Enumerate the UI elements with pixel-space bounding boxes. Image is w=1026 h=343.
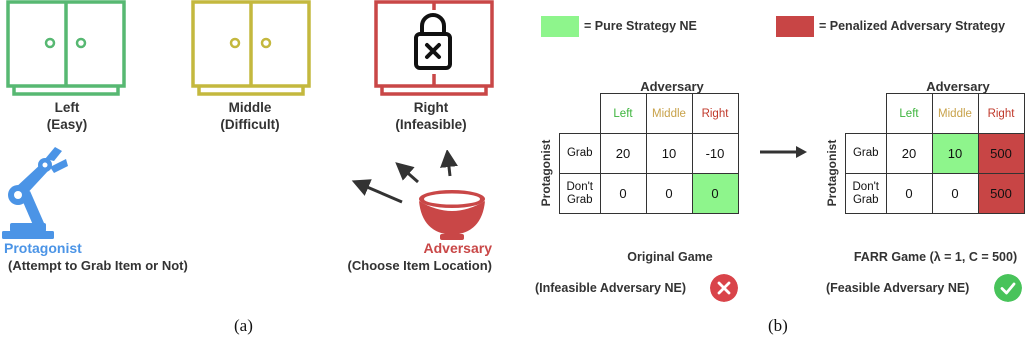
farr-cell-penalized: 500 (977, 173, 1025, 214)
original-col-middle: Middle (645, 93, 693, 134)
right-cabinet-label: Right (413, 100, 449, 115)
farr-col-right: Right (977, 93, 1025, 134)
legend-label-penalized: = Penalized Adversary Strategy (819, 19, 1006, 33)
original-col-right: Right (691, 93, 739, 134)
farr-col-middle: Middle (931, 93, 979, 134)
middle-cabinet-icon (191, 0, 311, 96)
left-cabinet-difficulty: (Easy) (46, 117, 88, 132)
right-cabinet-difficulty: (Infeasible) (395, 117, 467, 132)
farr-adversary-header: Adversary (926, 79, 990, 94)
farr-game-status: (Feasible Adversary NE) (826, 281, 970, 295)
farr-cell-pure-ne: 10 (931, 133, 979, 174)
legend-swatch-penalized (776, 16, 814, 37)
middle-cabinet-label: Middle (228, 100, 272, 115)
original-cell: 10 (645, 133, 693, 174)
original-game-status: (Infeasible Adversary NE) (535, 281, 686, 295)
adversary-description: (Choose Item Location) (347, 258, 492, 273)
original-protagonist-header: Protagonist (539, 139, 553, 207)
middle-cabinet-difficulty: (Difficult) (220, 117, 280, 132)
original-cell: 20 (599, 133, 647, 174)
farr-cell-penalized: 500 (977, 133, 1025, 174)
original-adversary-header: Adversary (640, 79, 704, 94)
original-game-caption: Original Game (627, 250, 713, 264)
original-cell: -10 (691, 133, 739, 174)
left-cabinet-label: Left (54, 100, 80, 115)
original-row-dont-grab: Don't Grab (559, 173, 601, 214)
original-cell: 0 (645, 173, 693, 214)
panel-a-label: (a) (234, 316, 253, 335)
transition-arrow-icon (760, 146, 807, 158)
original-row-grab: Grab (559, 133, 601, 174)
right-cabinet-icon (374, 0, 494, 96)
farr-col-left: Left (885, 93, 933, 134)
protagonist-label: Protagonist (4, 240, 82, 256)
farr-cell: 0 (885, 173, 933, 214)
left-cabinet-icon (6, 0, 126, 96)
robot-arm-icon (2, 147, 68, 239)
bowl-icon (419, 190, 485, 240)
original-cell-pure-ne: 0 (691, 173, 739, 214)
farr-row-grab: Grab (845, 133, 887, 174)
farr-cell: 20 (885, 133, 933, 174)
padlock-icon (408, 10, 458, 74)
farr-protagonist-header: Protagonist (825, 139, 839, 207)
original-cell: 0 (599, 173, 647, 214)
farr-game-table: Left Middle Right Grab 20 10 500 Don't G… (845, 93, 1025, 214)
original-game-table: Left Middle Right Grab 20 10 -10 Don't G… (559, 93, 739, 214)
farr-game-caption: FARR Game (λ = 1, C = 500) (853, 250, 1018, 264)
panel-b-label: (b) (768, 316, 788, 335)
adversary-label: Adversary (423, 240, 493, 256)
farr-row-dont-grab: Don't Grab (845, 173, 887, 214)
arrows-icon (351, 150, 458, 204)
farr-cell: 0 (931, 173, 979, 214)
protagonist-description: (Attempt to Grab Item or Not) (8, 258, 188, 273)
original-col-left: Left (599, 93, 647, 134)
legend-label-pure-ne: = Pure Strategy NE (584, 19, 697, 33)
legend-swatch-pure-ne (541, 16, 579, 37)
cross-badge-icon (710, 274, 738, 302)
check-badge-icon (994, 274, 1022, 302)
